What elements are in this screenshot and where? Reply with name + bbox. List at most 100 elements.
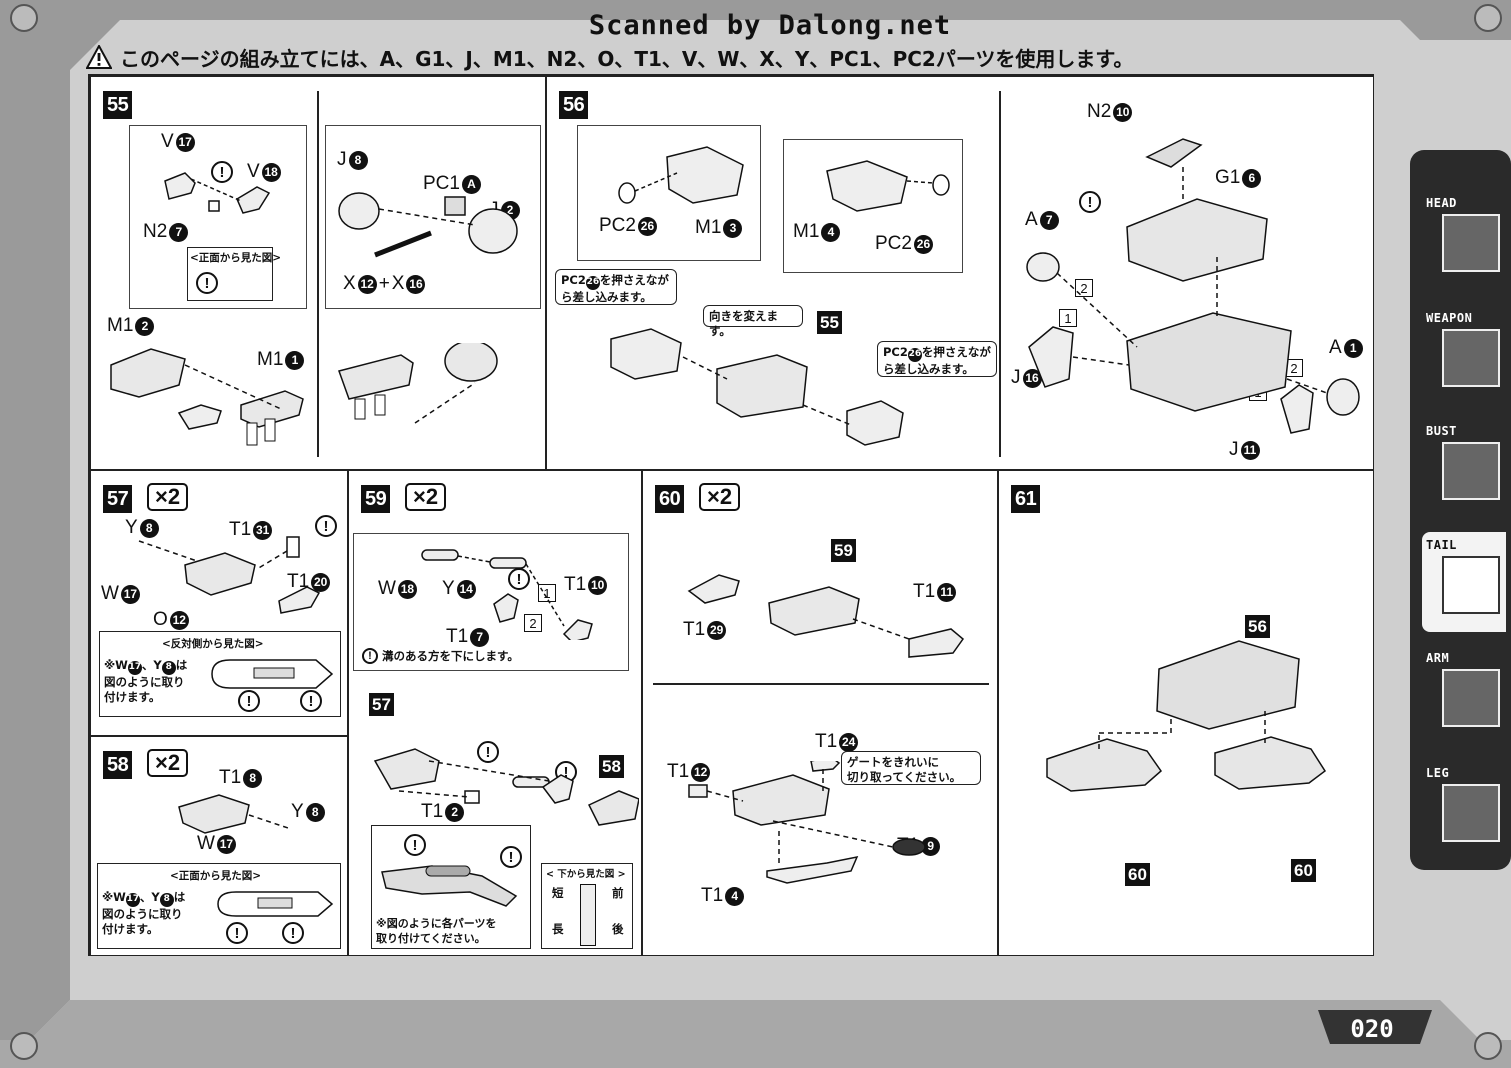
step-60-lower-drawing: [688, 761, 926, 884]
layout-detail-drawing: [381, 865, 518, 907]
tab-leg-label: LEG: [1426, 766, 1450, 780]
ref-step-55: 55: [817, 311, 842, 334]
caution-icon: !: [300, 690, 322, 712]
step-number: 56: [559, 91, 589, 119]
tab-bust[interactable]: BUST: [1422, 418, 1506, 518]
quantity-badge: ×2: [405, 483, 447, 511]
step-57-parts-drawing: [138, 536, 321, 614]
press-insert-note-1: PC226を押さえながら差し込みます。: [555, 269, 677, 305]
quantity-badge: ×2: [147, 483, 189, 511]
step-61-assembly-drawing: [1046, 640, 1327, 792]
tail-icon: [1442, 556, 1500, 614]
caution-icon: !: [1079, 191, 1101, 213]
step-number: 57: [103, 485, 133, 513]
bust-icon: [1442, 442, 1500, 500]
back-label: 後: [612, 922, 624, 936]
turn-around-note: 向きを変えます。: [703, 305, 803, 338]
mount-detail-drawing: [211, 659, 334, 689]
bottom-view-inset: < 下から見た図 > 短 長 前 後: [541, 863, 633, 949]
bottom-view-shape: [580, 884, 596, 946]
tab-weapon[interactable]: WEAPON: [1422, 305, 1506, 405]
step-number: 58: [103, 751, 133, 779]
inset-title: <反対側から見た図>: [162, 638, 264, 650]
page-number: 020: [1350, 1015, 1394, 1043]
tab-arm[interactable]: ARM: [1422, 645, 1506, 745]
tab-arm-label: ARM: [1426, 651, 1450, 665]
step-56-assembly-drawing: [610, 328, 904, 446]
order-2: 2: [1285, 359, 1303, 377]
short-label: 短: [552, 886, 564, 900]
m1-4-drawing: [826, 160, 950, 212]
mount-detail-drawing: [217, 891, 334, 917]
order-1: 1: [1059, 309, 1077, 327]
long-label: 長: [552, 922, 564, 936]
weapon-icon: [1442, 329, 1500, 387]
ref-step-57: 57: [369, 693, 394, 716]
caution-icon: !: [500, 846, 522, 868]
quantity-badge: ×2: [699, 483, 741, 511]
caution-icon: !: [477, 741, 499, 763]
order-2: 2: [524, 614, 542, 632]
joint-assembly-drawing: [338, 343, 498, 424]
step-61-panel: 61 56 60 60: [998, 470, 1374, 956]
m1-parts-drawing: [110, 348, 304, 446]
quantity-badge: ×2: [147, 749, 189, 777]
order-1: 1: [538, 584, 556, 602]
leg-icon: [1442, 784, 1500, 842]
front-view-inset: <正面から見た図> !: [187, 247, 281, 301]
ref-step-56: 56: [1245, 615, 1270, 638]
step-59-assembly-drawing: [373, 748, 639, 826]
press-insert-note-2: PC226を押さえながら差し込みます。: [877, 341, 997, 377]
ref-step-60: 60: [1291, 859, 1316, 882]
inset-title: <正面から見た図>: [190, 252, 282, 264]
caution-icon: !: [196, 272, 218, 294]
step-number: 60: [655, 485, 685, 513]
scan-credit: Scanned by Dalong.net: [588, 10, 952, 41]
warning-icon: [86, 45, 112, 69]
tab-head[interactable]: HEAD: [1422, 190, 1506, 290]
ref-step-58: 58: [599, 755, 624, 778]
step-59-parts-drawing: [421, 549, 593, 640]
groove-note: ! 溝のある方を下にします。: [362, 648, 519, 664]
divider: [999, 91, 1001, 457]
tab-tail[interactable]: TAIL: [1422, 532, 1506, 632]
step-60-upper-drawing: [687, 574, 965, 658]
caution-icon: !: [362, 648, 378, 664]
order-2: 2: [1075, 279, 1093, 297]
j-parts-drawing: [338, 192, 518, 258]
tab-weapon-label: WEAPON: [1426, 311, 1473, 325]
tab-leg[interactable]: LEG: [1422, 760, 1506, 860]
caution-icon: !: [404, 834, 426, 856]
front-label: 前: [612, 886, 624, 900]
